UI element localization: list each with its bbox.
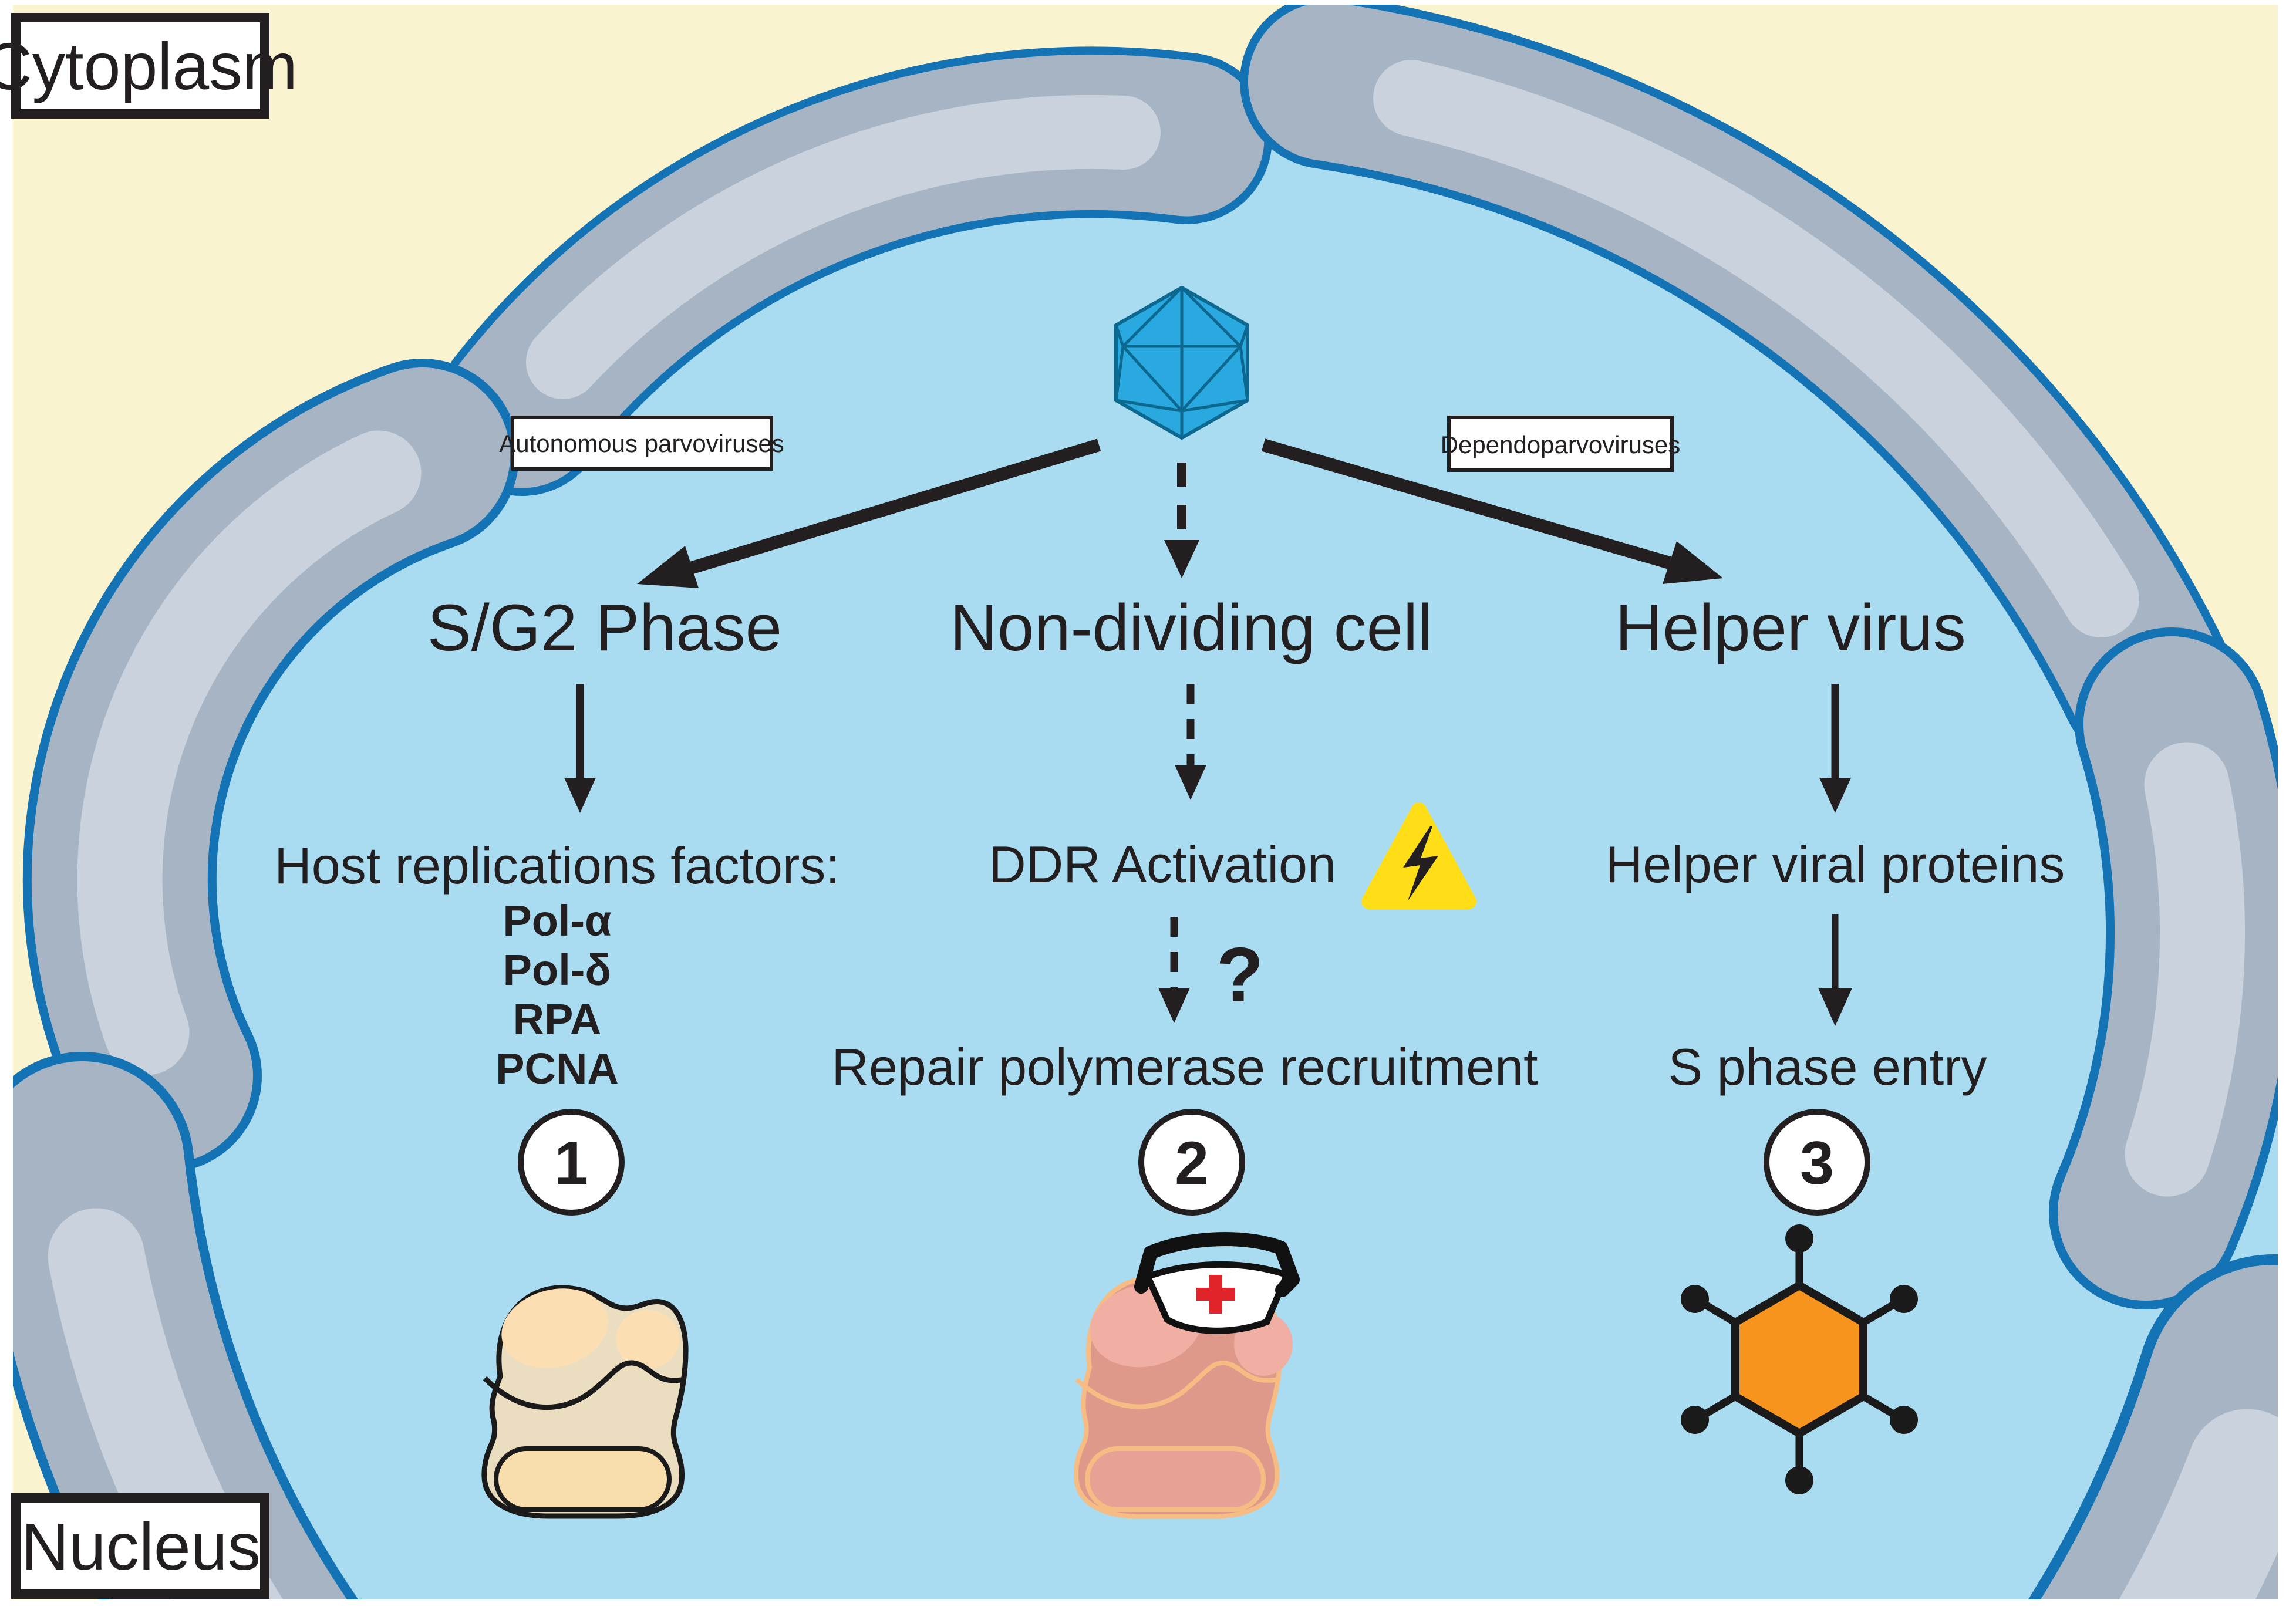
nuclear-envelope-segment-left bbox=[22, 359, 519, 1173]
autonomous-pathway-arrow bbox=[637, 438, 1101, 588]
nucleus-label-box: Nucleus bbox=[11, 1493, 269, 1599]
step-number-1: 1 bbox=[554, 1129, 588, 1197]
nurse-cap-icon bbox=[1134, 1232, 1300, 1334]
factor-pcna: PCNA bbox=[495, 1044, 619, 1093]
column3-arrow bbox=[1819, 684, 1851, 813]
step-badge-1: 1 bbox=[518, 1109, 625, 1216]
column3-heading: Helper virus bbox=[1615, 591, 1966, 664]
helper-viral-proteins-label: Helper viral proteins bbox=[1606, 835, 2065, 893]
red-cross-icon bbox=[1196, 1275, 1235, 1314]
factor-rpa: RPA bbox=[513, 995, 602, 1044]
step-badge-3: 3 bbox=[1764, 1109, 1870, 1216]
cytoplasm-label-box: Cytoplasm bbox=[0, 13, 298, 119]
autonomous-branch-label-box: Autonomous parvoviruses bbox=[499, 416, 784, 471]
host-factors-label: Host replications factors: bbox=[274, 836, 840, 895]
s-phase-entry-label: S phase entry bbox=[1668, 1038, 1987, 1096]
nuclear-envelope-segment-right bbox=[2049, 627, 2278, 1310]
nucleus-label: Nucleus bbox=[21, 1510, 261, 1584]
dependo-pathway-arrow bbox=[1261, 438, 1723, 584]
tooth-icon bbox=[481, 1285, 689, 1519]
dependo-branch-label: Dependoparvoviruses bbox=[1441, 431, 1681, 458]
nurse-thumb-icon bbox=[1073, 1232, 1300, 1519]
nuclear-envelope-segment-top-right bbox=[1240, 5, 2234, 770]
parvovirus-capsid-icon bbox=[1114, 286, 1249, 440]
column2-heading: Non-dividing cell bbox=[950, 591, 1432, 664]
ddr-activation-label: DDR Activation bbox=[989, 835, 1336, 893]
factor-pol-alpha: Pol-α bbox=[503, 896, 611, 945]
ddr-dashed-arrow bbox=[1158, 917, 1190, 1023]
helper-arrow-2 bbox=[1818, 914, 1852, 1026]
warning-triangle-icon bbox=[1361, 802, 1476, 909]
dependo-branch-label-box: Dependoparvoviruses bbox=[1441, 416, 1681, 472]
column1-heading: S/G2 Phase bbox=[427, 591, 782, 664]
autonomous-branch-label: Autonomous parvoviruses bbox=[499, 430, 784, 457]
step-badge-2: 2 bbox=[1138, 1109, 1245, 1216]
nuclear-envelope-segment-bottom-right bbox=[2028, 1254, 2278, 1599]
step-number-3: 3 bbox=[1800, 1129, 1834, 1197]
column2-dashed-arrow bbox=[1175, 684, 1206, 800]
cytoplasm-label: Cytoplasm bbox=[0, 29, 298, 103]
step-number-2: 2 bbox=[1175, 1129, 1209, 1197]
helper-virus-hexagon-icon bbox=[1681, 1224, 1918, 1494]
nuclear-envelope-segment-top-left bbox=[436, 46, 1272, 496]
lightning-bolt-icon bbox=[1403, 826, 1438, 901]
factor-pol-delta: Pol-δ bbox=[503, 946, 612, 994]
column1-arrow bbox=[564, 684, 596, 813]
repair-polymerase-label: Repair polymerase recruitment bbox=[831, 1038, 1538, 1096]
nuclear-entry-dashed-arrow bbox=[1164, 463, 1199, 578]
question-mark: ? bbox=[1216, 932, 1264, 1018]
